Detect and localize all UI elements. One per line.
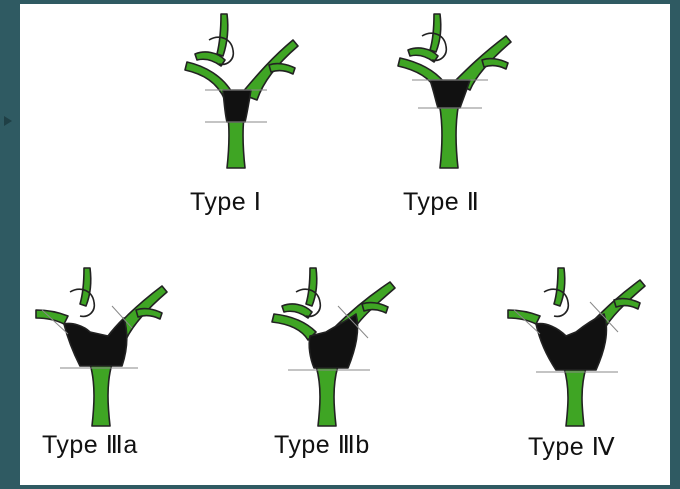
slide-bullet-arrow-icon [4,116,12,126]
type-4-bile-duct-diagram [500,266,650,431]
type-3a-label: Type Ⅲa [42,431,138,459]
type-2-label: Type Ⅱ [403,188,480,216]
type-3b-bile-duct-svg [271,267,396,427]
type-1-bile-duct-diagram [165,10,305,175]
type-2-bile-duct-svg [397,13,512,169]
type-2-bile-duct-diagram [378,10,518,175]
type-3a-bile-duct-svg [35,267,168,427]
type-3a-bile-duct-diagram [28,266,178,431]
type-4-bile-duct-svg [507,267,646,427]
diagram-panel: Type Ⅰ Type Ⅱ [20,4,670,485]
type-4-label: Type Ⅳ [528,433,616,461]
type-3b-bile-duct-diagram [252,266,402,431]
type-1-label: Type Ⅰ [190,188,262,216]
type-1-bile-duct-svg [184,13,299,169]
type-3b-label: Type Ⅲb [274,431,370,459]
